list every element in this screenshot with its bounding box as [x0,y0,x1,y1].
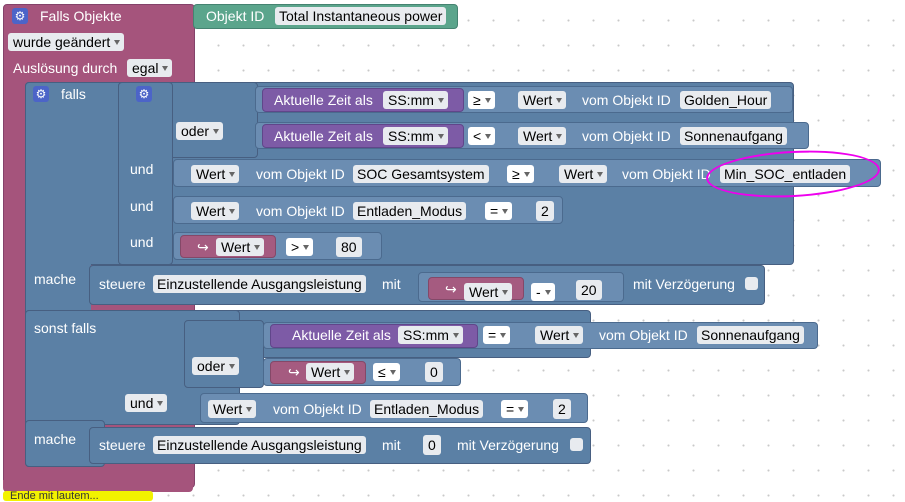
time-format-2[interactable]: SS:mm [383,127,448,145]
trigger-by-dropdown[interactable]: egal [127,59,173,77]
und-dropdown-8[interactable]: und [125,394,168,412]
mit-label-2: mit [382,437,401,453]
object-field-1[interactable]: Golden_Hour [680,91,772,109]
delay-checkbox-1[interactable] [745,277,758,290]
bottom-next-text: Ende mit lautem... [10,490,99,502]
var-dropdown-5[interactable]: Wert [216,238,265,256]
var-icon-5: ↪ [197,239,209,255]
object-id-label: Objekt ID [206,8,265,24]
verzoegerung-label-2: mit Verzögerung [457,437,559,453]
var-icon-7: ↪ [288,364,300,380]
event-block-footer [3,480,193,492]
delay-checkbox-2[interactable] [570,438,583,451]
object-field-3a[interactable]: SOC Gesamtsystem [353,165,489,183]
und-label-1: und [130,161,154,177]
trigger-by-label: Auslösung durch [13,60,118,76]
wert-dropdown-2[interactable]: Wert [518,127,567,145]
object-id-field[interactable]: Total Instantaneous power [275,7,447,25]
oder-dropdown[interactable]: oder [176,122,224,140]
time-format-1[interactable]: SS:mm [383,91,448,109]
number-field-6[interactable]: 20 [576,280,602,300]
if-gear-icon[interactable]: ⚙ [33,86,49,102]
time-label-6: Aktuelle Zeit als [292,327,391,343]
event-title: Falls Objekte [40,8,122,24]
object-field-3b[interactable]: Min_SOC_entladen [720,165,851,183]
op-dropdown-2[interactable]: < [468,127,496,145]
falls-label: falls [61,86,86,102]
vom-objekt-label-3b: vom Objekt ID [622,166,711,182]
number-field-8[interactable]: 2 [553,399,571,419]
object-field-4[interactable]: Entladen_Modus [353,202,467,220]
vom-objekt-label-8: vom Objekt ID [273,401,362,417]
number-field-4[interactable]: 2 [536,201,554,221]
vom-objekt-label-2: vom Objekt ID [582,128,671,144]
verzoegerung-label-1: mit Verzögerung [633,276,735,292]
control-target-1[interactable]: Einzustellende Ausgangsleistung [153,275,366,293]
object-field-2[interactable]: Sonnenaufgang [680,127,787,145]
op-dropdown-5[interactable]: > [286,238,314,256]
bottom-next-block[interactable] [3,491,153,501]
number-field-7[interactable]: 0 [425,362,443,382]
math-op-dropdown[interactable]: - [531,283,555,301]
wert-dropdown-6[interactable]: Wert [535,326,584,344]
op-dropdown-7[interactable]: ≤ [373,363,400,381]
und-label-2: und [130,198,154,214]
op-dropdown-4[interactable]: = [485,202,513,220]
number-field-9[interactable]: 0 [423,435,441,455]
control-target-2[interactable]: Einzustellende Ausgangsleistung [153,436,366,454]
var-icon-6: ↪ [445,281,457,297]
mache-label-1: mache [34,271,77,287]
wert-dropdown-3a[interactable]: Wert [191,165,240,183]
vom-objekt-label-6: vom Objekt ID [599,327,688,343]
time-label-1: Aktuelle Zeit als [274,92,373,108]
condition-dropdown[interactable]: wurde geändert [8,33,125,51]
time-format-6[interactable]: SS:mm [398,326,463,344]
steuere-label-1: steuere [99,276,146,292]
steuere-label-2: steuere [99,437,146,453]
vom-objekt-label-4: vom Objekt ID [256,203,345,219]
object-field-8[interactable]: Entladen_Modus [370,400,484,418]
oder-dropdown-2[interactable]: oder [192,357,240,375]
mit-label-1: mit [382,276,401,292]
var-dropdown-7[interactable]: Wert [306,363,355,381]
vom-objekt-label-1: vom Objekt ID [582,92,671,108]
wert-dropdown-3b[interactable]: Wert [559,165,608,183]
op-dropdown-1[interactable]: ≥ [468,91,495,109]
time-label-2: Aktuelle Zeit als [274,128,373,144]
logic-gear-icon[interactable]: ⚙ [136,86,152,102]
wert-dropdown-8[interactable]: Wert [208,400,257,418]
sonst-falls-label: sonst falls [34,320,97,336]
logic-or-block-2[interactable] [184,320,264,388]
gear-icon[interactable]: ⚙ [12,8,28,24]
op-dropdown-8[interactable]: = [501,400,529,418]
op-dropdown-6[interactable]: = [483,326,511,344]
logic-and-column [118,82,173,265]
wert-dropdown-1[interactable]: Wert [518,91,567,109]
number-field-5[interactable]: 80 [336,237,362,257]
mache-label-2: mache [34,431,77,447]
vom-objekt-label-3a: vom Objekt ID [256,166,345,182]
und-label-3: und [130,234,154,250]
object-field-6[interactable]: Sonnenaufgang [697,326,804,344]
op-dropdown-3[interactable]: ≥ [507,165,534,183]
wert-dropdown-4[interactable]: Wert [191,202,240,220]
var-dropdown-6[interactable]: Wert [464,283,513,301]
